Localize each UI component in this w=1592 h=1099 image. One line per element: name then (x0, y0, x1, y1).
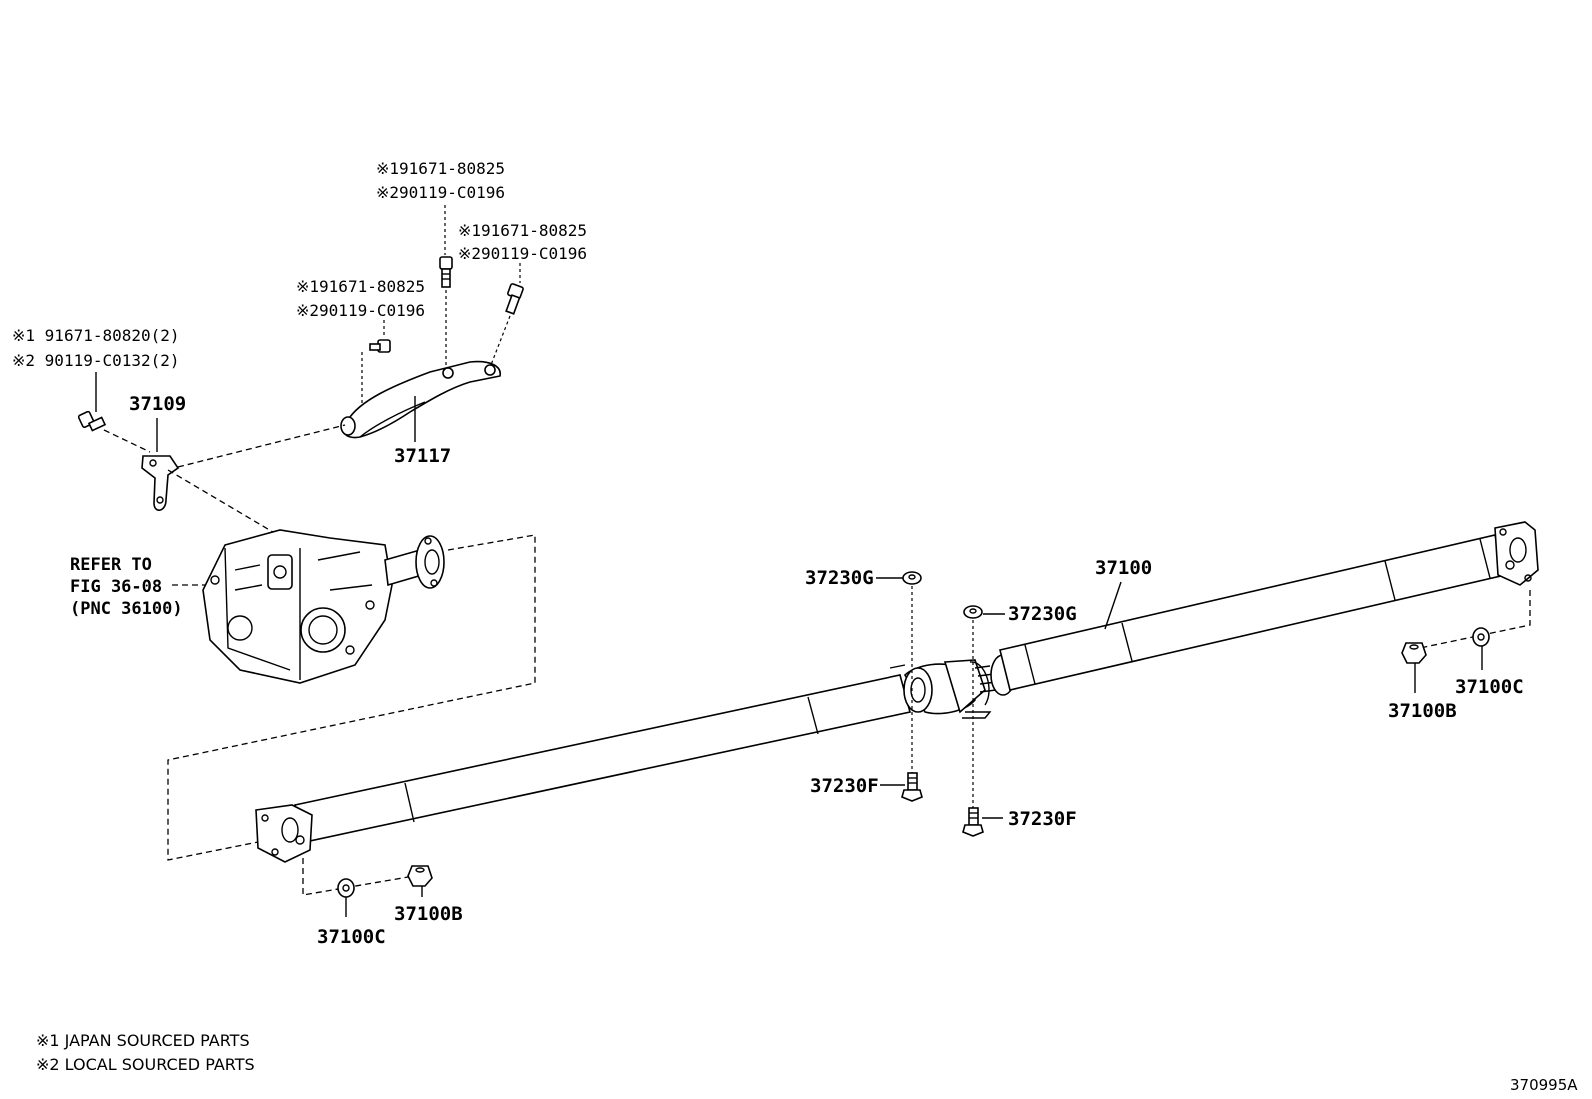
bolt-37230F-left-icon (901, 772, 923, 802)
callout-top-bolt: ※191671-80825 ※290119-C0196 (376, 159, 505, 202)
washer-37230G-left-icon (902, 571, 922, 585)
footnote-local: ※2 LOCAL SOURCED PARTS (36, 1055, 255, 1074)
refer-line3: (PNC 36100) (70, 599, 183, 619)
callout-mid-bolt: ※191671-80825 ※290119-C0196 (296, 277, 425, 320)
nut-37100B-rear-icon (1401, 642, 1427, 664)
dash-37109-to-37117 (177, 424, 346, 468)
callout-top-line2: ※290119-C0196 (376, 183, 505, 202)
label-37100B-front: 37100B (394, 903, 463, 925)
label-37230G-right: 37230G (1008, 603, 1077, 625)
differential-icon (202, 529, 445, 684)
bracket-37117-icon (340, 360, 501, 442)
callout-left-line2: ※2 90119-C0132(2) (12, 351, 180, 370)
label-37109: 37109 (129, 393, 186, 415)
callout-left-bolt: ※1 91671-80820(2) ※2 90119-C0132(2) (12, 326, 180, 370)
washer-37100C-front-icon (337, 878, 355, 898)
washer-37230G-right-icon (963, 605, 983, 619)
bracket-37109-icon (141, 455, 180, 511)
label-37100C-front: 37100C (317, 926, 386, 948)
refer-line2: FIG 36-08 (70, 577, 162, 597)
washer-37100C-rear-icon (1472, 627, 1490, 647)
label-37100B-rear: 37100B (1388, 700, 1457, 722)
label-37117: 37117 (394, 445, 451, 467)
bolt-left-icon (77, 372, 151, 453)
callout-right-line2: ※290119-C0196 (458, 244, 587, 263)
leader-37100 (1104, 581, 1122, 630)
label-37230G-left: 37230G (805, 567, 874, 589)
bolt-mid-icon (361, 320, 391, 410)
bolt-37230F-right-icon (962, 807, 984, 837)
refer-line1: REFER TO (70, 555, 152, 575)
nut-37100B-front-icon (407, 865, 433, 887)
label-37100: 37100 (1095, 557, 1152, 579)
label-37230F-right: 37230F (1008, 808, 1077, 830)
rear-flange-icon (1494, 521, 1539, 586)
callout-right-line1: ※191671-80825 (458, 221, 587, 240)
dash-37109-to-diff (167, 469, 301, 549)
dash-frame-front (167, 534, 536, 861)
bolt-right-icon (488, 263, 524, 371)
propeller-shaft-icon (255, 521, 1539, 863)
refer-note: REFER TO FIG 36-08 (PNC 36100) (70, 555, 183, 619)
callout-right-bolt: ※191671-80825 ※290119-C0196 (458, 221, 587, 263)
label-37100C-rear: 37100C (1455, 676, 1524, 698)
figure-number: 370995A (1510, 1076, 1578, 1094)
callout-mid-line1: ※191671-80825 (296, 277, 425, 296)
callout-top-line1: ※191671-80825 (376, 159, 505, 178)
callout-left-line1: ※1 91671-80820(2) (12, 326, 180, 345)
dash-front-fasteners (302, 858, 421, 896)
footnote-japan: ※1 JAPAN SOURCED PARTS (36, 1031, 250, 1050)
bolt-top-icon (439, 205, 453, 365)
front-flange-icon (255, 804, 313, 863)
label-37230F-left: 37230F (810, 775, 879, 797)
callout-mid-line2: ※290119-C0196 (296, 301, 425, 320)
dash-rear-fasteners (1419, 590, 1531, 649)
